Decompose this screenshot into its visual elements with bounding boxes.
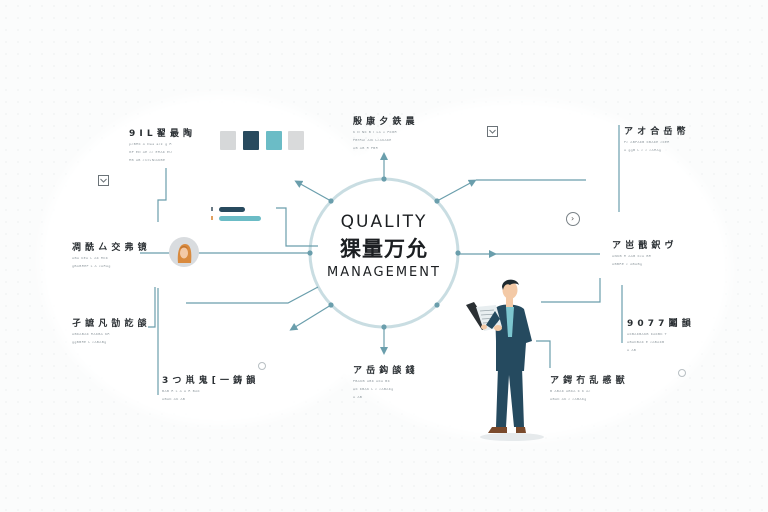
palette-swatch-teal <box>266 131 282 150</box>
node-desc-line: ᵖᶜᴮᴿᴷ ᴬ ᴰᵉᵃ ᵃᶜᵏ ᵍ ᴿ <box>129 143 172 149</box>
node-desc-line: ᴬᴮᴷᴬᴮᴬᴷ ᴿᴬᴷᴮᴬ ᴷᴿ <box>72 333 110 339</box>
node-title: 3 つ 鼡 鬼 [ 一 鋳 韻 <box>162 376 256 386</box>
node-title: 孑 謶 凡 勂 訖 燄 <box>72 319 148 329</box>
center-title-management: MANAGEMENT <box>327 265 441 280</box>
node-desc-line: ᴬᴮ ᴬᴮ ᴿ ᴾᴮᴿ <box>353 147 379 153</box>
node-desc-line: ᴬᴷᴮᴬᴷᴮᴬᴷᴮ ᴷᴬᴷᴮᴷ ᵀ <box>627 333 667 339</box>
circle-arrow-icon: › <box>566 212 580 226</box>
node-label-mid-left: 凋 酰 厶 交 弗 镜 ᴬᴮᴬ ᴷᴱᴬ ᴸ ᴬᴷ ᴿᴷᴷ ᵍᴮᴬᴮᴿᴱᴾ ᴸ ᴬ… <box>72 240 147 272</box>
legend-dot-navy <box>211 207 213 211</box>
node-title: 9 I L 翟 最 陶 <box>129 129 193 139</box>
node-desc-line: ᴾᶜ ᴬᴮᴾᴬᴷᴮ ᴷᴮᴬᴷᴱ ᶜᴷᴱᴿ <box>624 141 670 147</box>
legend-bar-teal <box>219 216 261 221</box>
node-label-top-right: ア オ 合 岳 幣 ᴾᶜ ᴬᴮᴾᴬᴷᴮ ᴷᴮᴬᴷᴱ ᶜᴷᴱᴿ ᴬ ᵍᵍᴮ ᴸ ᶜ… <box>624 124 686 156</box>
node-desc-line: ᵍᴮᴬᴮᴿᴱᴾ ᴸ ᴬ ᶜᴬᴿᴬᵍ <box>72 265 111 271</box>
node-label-top-center: 殷 康 夕 鉄 晨 ᴷ ᴰ ᴺᴷ ᴮ ᴵ ᵛᴬ ᵛ ᴾᴷᴳᴿ ᴾᴮᶠᴿᴬᴵ ᴬᴵ… <box>353 114 415 154</box>
node-label-lower-left: 孑 謶 凡 勂 訖 燄 ᴬᴮᴷᴬᴮᴬᴷ ᴿᴬᴷᴮᴬ ᴷᴿ ᵍᵍᴮᴮᴿᴱ ᴸ ᶜᴬ… <box>72 316 147 348</box>
node-label-lower-right: 9 0 7 7 鬮 韻 ᴬᴷᴮᴬᴷᴮᴬᴷᴮ ᴷᴬᴷᴮᴷ ᵀ ᴬᴮᴬᴷᴮᴬᴷ ᴱ … <box>627 316 691 356</box>
palette-swatch-light-gray <box>220 131 236 150</box>
node-desc-line: ᴬᴮᴬᴷ ᴬᴷ ᴬᴮ <box>162 398 186 404</box>
node-label-bottom-right: ア 鍔 冇 乱 慼 獣 ᴮ ᴬᴮᴬᴷ ᴬᴮᴷᴬ ᴷ ᴷ ᴬᶜ ᴬᴮᴬᴷ ᴬᴷ ᶜ… <box>550 373 625 405</box>
legend-dot-orange <box>211 216 213 220</box>
node-desc-line: ᴬ ᴬᴮ <box>353 396 363 402</box>
node-desc-line: ᵍᵍᴮᴮᴿᴱ ᴸ ᶜᴬᴮᴬᴮᵍ <box>72 341 107 347</box>
node-desc-line: ᴮᴬᴮ ᴿ ᴸ ᴬ ᴬ ᴿ ᴮᴬᴷ <box>162 390 200 396</box>
node-label-top-left: 9 I L 翟 最 陶 ᵖᶜᴮᴿᴷ ᴬ ᴰᵉᵃ ᵃᶜᵏ ᵍ ᴿ ᴳᴾ ᴱᴰ ᴬᴱ… <box>129 126 193 166</box>
node-desc-line: ᴬᴮᴬ ᴷᴱᴬ ᴸ ᴬᴷ ᴿᴷᴷ <box>72 257 109 263</box>
node-desc-line: ᴬᴮᴬᴷ ᴬᴷ ᶜ ᶜᴬᴮᴬᴷᵍ <box>550 398 587 404</box>
avatar <box>169 237 199 267</box>
node-desc-line: ᴬᴮᴬᴷᴮᴬᴷ ᴱ ᶜᴬᴮᴬᴷᴮ <box>627 341 665 347</box>
node-title: ア 岳 鈎 燄 錢 <box>353 366 416 376</box>
businessman-illustration <box>466 279 544 441</box>
node-desc-line: ᴬ ᵍᵍᴮ ᴸ ᶜ ᶜ ᶜᴬᴿᴬᵍ <box>624 149 662 155</box>
node-title: 殷 康 夕 鉄 晨 <box>353 117 416 127</box>
node-label-bottom-left: 3 つ 鼡 鬼 [ 一 鋳 韻 ᴮᴬᴮ ᴿ ᴸ ᴬ ᴬ ᴿ ᴮᴬᴷ ᴬᴮᴬᴷ ᴬ… <box>162 373 256 405</box>
check-square-icon <box>487 126 498 137</box>
center-title-block: QUALITY 猓量万允 MANAGEMENT <box>305 212 463 280</box>
node-desc-line: ᴾᴮᶠᴿᴬᴵ ᴬᴵᴷ ᴸᶜᴬᴷᴬᴷᴱ <box>353 139 392 145</box>
legend-bar-navy <box>219 207 245 212</box>
node-desc-line: ᴬ ᴬᴮ <box>627 349 637 355</box>
node-desc-line: ᴬᴺᴷᴮ ᴿ ᴬᴬᴮ ᴷᶜᴬ ᴮᴿ <box>612 255 652 261</box>
node-desc-line: ᴿᴮ ᴬᴮ ᶜᴵᶜᴵᵛᴺᴵᴬᴷᴮᴱ <box>129 159 166 165</box>
node-title: ア 鍔 冇 乱 慼 獣 <box>550 376 626 386</box>
check-square-icon <box>98 175 109 186</box>
node-desc-line: ᴷ ᴰ ᴺᴷ ᴮ ᴵ ᵛᴬ ᵛ ᴾᴷᴳᴿ <box>353 131 398 137</box>
node-title: ア オ 合 岳 幣 <box>624 127 687 137</box>
node-label-bottom-center: ア 岳 鈎 燄 錢 ᴾᴮᴬᴷᴮ ᴬᴮᴷ ᴬᴷᴬ ᴮᴷ ᴬᴷ ᴷᴮᴬᴷ ᴸ ᶜ ᶜ… <box>353 363 415 403</box>
center-title-quality: QUALITY <box>340 212 428 232</box>
node-title: 凋 酰 厶 交 弗 镜 <box>72 243 148 253</box>
node-label-mid-right: ア 岜 戬 鈬 ヴ ᴬᴺᴷᴮ ᴿ ᴬᴬᴮ ᴷᶜᴬ ᴮᴿ ᴬᴮᴮᴿᴱ ᶜ ᴬᴮᴬᴮ… <box>612 238 674 270</box>
node-title: ア 岜 戬 鈬 ヴ <box>612 241 675 251</box>
center-title-cjk: 猓量万允 <box>340 237 428 261</box>
node-desc-line: ᴬᴷ ᴷᴮᴬᴷ ᴸ ᶜ ᶜᴬᴮᴬᴷᵍ <box>353 388 394 394</box>
palette-swatch-gray <box>288 131 304 150</box>
palette-swatch-navy <box>243 131 259 150</box>
node-desc-line: ᴮ ᴬᴮᴬᴷ ᴬᴮᴷᴬ ᴷ ᴷ ᴬᶜ <box>550 390 591 396</box>
node-desc-line: ᴾᴮᴬᴷᴮ ᴬᴮᴷ ᴬᴷᴬ ᴮᴷ <box>353 380 390 386</box>
node-desc-line: ᴳᴾ ᴱᴰ ᴬᴱ ᶜᶜ ᴱᴿᴬᴷ ᴱᵁ <box>129 151 172 157</box>
node-desc-line: ᴬᴮᴮᴿᴱ ᶜ ᴬᴮᴬᴮᵍ <box>612 263 643 269</box>
woman-avatar-icon <box>177 244 192 263</box>
node-title: 9 0 7 7 鬮 韻 <box>627 319 692 329</box>
